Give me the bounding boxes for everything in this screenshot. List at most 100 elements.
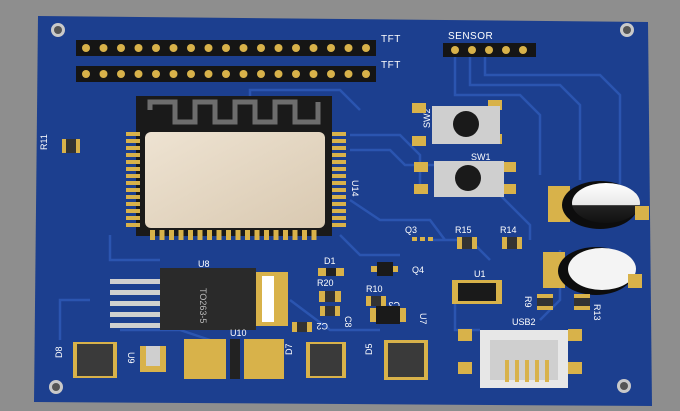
r15-resistor	[457, 237, 477, 249]
r14-resistor	[502, 237, 522, 249]
c2-label: C2	[316, 321, 328, 331]
module-pad	[188, 230, 193, 240]
module-pad	[332, 216, 346, 220]
sw2-tactile-button	[412, 100, 502, 146]
r13-label: R13	[592, 304, 602, 321]
header-pin	[187, 44, 195, 52]
module-pad	[126, 139, 140, 143]
u9-component	[140, 346, 166, 372]
module-pad	[126, 146, 140, 150]
module-pad	[332, 174, 346, 178]
module-pad	[332, 146, 346, 150]
q3-label: Q3	[405, 225, 417, 235]
module-pad	[332, 181, 346, 185]
module-pad	[126, 195, 140, 199]
d8-label: D8	[54, 346, 64, 358]
d5-inductor	[384, 340, 428, 380]
d1-label: D1	[324, 256, 336, 266]
d7-inductor	[306, 342, 346, 378]
header-pin	[99, 70, 108, 78]
tft-header-1	[76, 40, 376, 56]
module-pad	[254, 230, 260, 240]
module-pad	[332, 153, 346, 157]
header-pin	[99, 44, 108, 52]
module-pad	[150, 230, 155, 240]
module-pad	[169, 230, 174, 240]
u10-power-component	[184, 339, 284, 379]
header-pin	[292, 44, 300, 52]
header-pin	[309, 44, 318, 52]
d5-label: D5	[364, 343, 374, 355]
header-pin	[309, 70, 318, 78]
r13-resistor	[574, 294, 590, 310]
r10-label: R10	[366, 284, 383, 294]
header-pin	[82, 70, 90, 78]
c8-capacitor	[320, 306, 340, 316]
tft-label-2: TFT	[381, 60, 401, 71]
header-pin	[169, 70, 178, 78]
r20-label: R20	[317, 278, 334, 288]
r14-label: R14	[500, 225, 517, 235]
module-pad	[283, 230, 288, 240]
r20-resistor	[319, 291, 341, 302]
electrolytic-capacitor-2	[543, 247, 642, 295]
header-pin	[134, 44, 143, 52]
header-pin	[187, 70, 195, 78]
pcb-antenna	[147, 99, 321, 125]
q4-transistor	[371, 262, 398, 276]
module-pad	[264, 230, 269, 240]
header-pin	[134, 70, 143, 78]
header-pin	[344, 70, 353, 78]
r9-resistor	[537, 294, 553, 310]
u1-label: U1	[474, 269, 486, 279]
module-pad	[332, 167, 346, 171]
tft-label-1: TFT	[381, 34, 401, 45]
module-pad	[332, 160, 346, 164]
sw1-label: SW1	[471, 152, 491, 162]
module-pad	[126, 153, 140, 157]
r9-label: R9	[523, 296, 533, 308]
module-pad	[332, 132, 346, 136]
sw1-tactile-button	[414, 161, 516, 197]
electrolytic-capacitor-1	[548, 181, 649, 229]
module-pad	[197, 230, 203, 240]
module-pad	[126, 132, 140, 136]
module-pad	[273, 230, 279, 240]
u9-label: U9	[126, 352, 136, 364]
module-pad	[126, 216, 140, 220]
d1-diode	[318, 268, 344, 276]
header-pin	[222, 44, 230, 52]
header-pin	[257, 44, 265, 52]
module-pad	[235, 230, 241, 240]
module-pad	[178, 230, 184, 240]
module-pad	[126, 223, 140, 227]
module-pad	[207, 230, 212, 240]
u7-small-ic	[370, 306, 406, 324]
c3-label: C3	[388, 300, 400, 310]
sw2-label: SW2	[422, 108, 432, 128]
module-pad	[126, 181, 140, 185]
header-pin	[152, 44, 160, 52]
r15-label: R15	[455, 225, 472, 235]
u1-qfn-ic	[452, 280, 502, 304]
module-pad	[302, 230, 307, 240]
module-pad	[126, 174, 140, 178]
module-pad	[226, 230, 231, 240]
header-pin	[204, 70, 213, 78]
module-pad	[332, 209, 346, 213]
module-pad	[245, 230, 250, 240]
header-pin	[239, 70, 248, 78]
d8-inductor	[73, 342, 117, 378]
d7-label: D7	[284, 343, 294, 355]
module-pad	[126, 202, 140, 206]
u14-label: U14	[350, 180, 360, 197]
module-pad	[126, 160, 140, 164]
header-pin	[82, 44, 90, 52]
module-pad	[332, 202, 346, 206]
header-pin	[152, 70, 160, 78]
sensor-label: SENSOR	[448, 31, 493, 42]
header-pin	[292, 70, 300, 78]
module-pad	[126, 167, 140, 171]
header-pin	[222, 70, 230, 78]
